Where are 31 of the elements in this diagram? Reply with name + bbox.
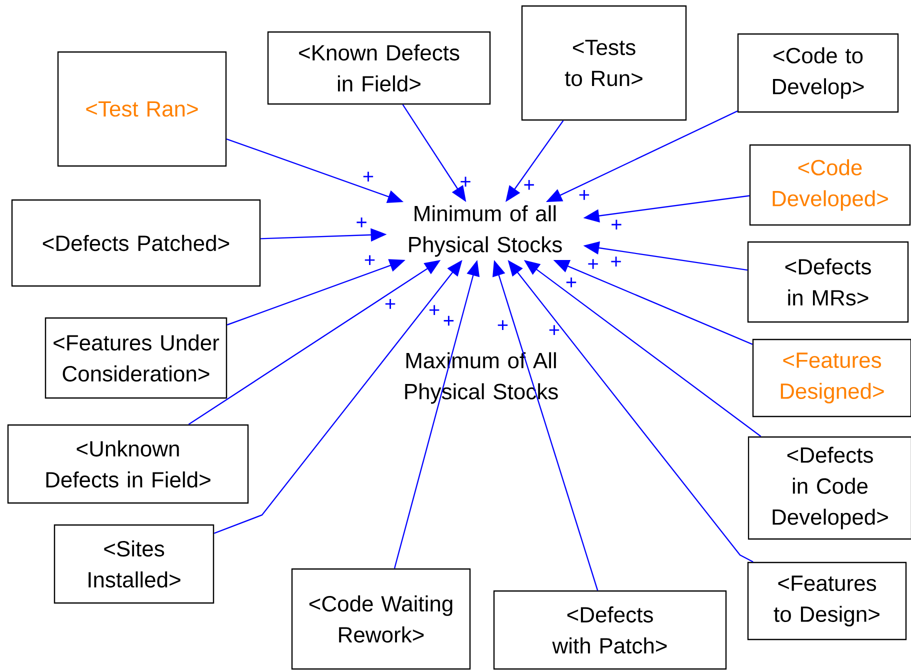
stock-box: <Unknown Defects in Field>: [7, 424, 249, 504]
variable-label: Minimum of all Physical Stocks: [409, 205, 562, 257]
polarity-sign: +: [363, 172, 374, 182]
polarity-sign: +: [579, 190, 590, 200]
polarity-sign: +: [460, 176, 470, 187]
stock-box: <Tests to Run>: [521, 5, 687, 121]
polarity-sign: +: [549, 325, 560, 335]
stock-box: <Test Ran>: [57, 51, 227, 167]
polarity-sign: +: [588, 259, 598, 269]
polarity-sign: +: [356, 217, 366, 228]
stock-box: <Code Developed>: [749, 144, 911, 226]
stock-box: <Features Under Consideration>: [44, 317, 228, 399]
stock-box: <Features to Design>: [747, 562, 907, 640]
stock-box: <Defects Patched>: [11, 199, 261, 287]
polarity-sign: +: [429, 305, 440, 315]
stock-box: <Defects in Code Developed>: [748, 436, 911, 540]
stock-box: <Defects in MRs>: [747, 241, 909, 323]
polarity-sign: +: [385, 299, 396, 309]
stock-box: <Known Defects in Field>: [267, 31, 491, 105]
polarity-sign: +: [498, 320, 508, 330]
stock-box: <Defects with Patch>: [493, 590, 727, 670]
polarity-sign: +: [566, 278, 576, 288]
stock-box: <Sites Installed>: [54, 524, 214, 604]
polarity-sign: +: [611, 256, 621, 266]
polarity-sign: +: [444, 316, 454, 326]
stock-box: <Features Designed>: [752, 338, 911, 418]
polarity-sign: +: [364, 255, 375, 265]
polarity-sign: +: [524, 180, 534, 190]
stock-box: <Code Waiting Rework>: [291, 568, 471, 670]
polarity-sign: +: [612, 220, 622, 230]
stock-box: <Code to Develop>: [737, 33, 899, 113]
